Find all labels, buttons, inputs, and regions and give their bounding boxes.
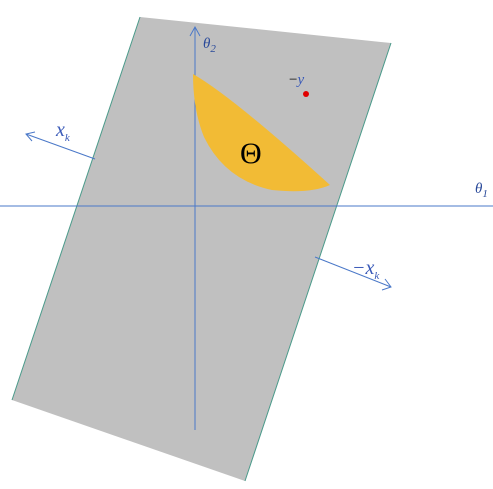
neg-y-point [303,91,309,97]
hyperplane-region [12,17,391,481]
theta2-label: θ2 [203,36,216,55]
neg-xk-label: −xk [352,257,380,282]
neg-y-label: −y [289,72,304,88]
plane-edge-right [244,42,392,482]
plane-edge-left [11,16,141,401]
neg-xk-arrow [314,256,392,288]
theta-region-label: Θ [240,137,262,170]
xk-arrow [25,133,96,160]
neg-xk-arrowhead [381,278,392,291]
xk-arrowhead [25,131,36,142]
theta-region [193,74,330,192]
xk-label: xk [55,119,71,144]
theta1-label: θ1 [475,181,488,200]
theta2-arrowhead [189,25,201,37]
